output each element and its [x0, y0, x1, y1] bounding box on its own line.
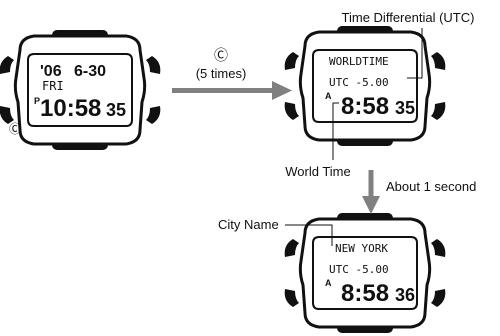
about-1-second-label: About 1 second	[386, 179, 476, 194]
watch1-time: 10:58	[40, 95, 101, 122]
watch1-year: '06	[40, 63, 62, 80]
watch3-am-indicator: A	[325, 278, 332, 288]
watch2-am-indicator: A	[325, 91, 332, 101]
watch-2-world-time: WORLDTIME UTC -5.00 A 8:58 35	[283, 24, 447, 148]
watch2-mode: WORLDTIME	[329, 55, 389, 68]
watch2-seconds: 35	[395, 98, 415, 118]
watch3-time: 8:58	[341, 280, 389, 307]
time-differential-leader	[407, 28, 423, 79]
watch1-seconds: 35	[106, 100, 126, 120]
watch-1-current-time: '06 6-30 FRI P 10:58 35	[0, 28, 162, 152]
wait-arrow	[362, 170, 380, 214]
city-name-leader	[285, 224, 333, 246]
c-button-symbol: Ⓒ	[214, 47, 228, 63]
world-time-leader	[332, 102, 339, 160]
time-differential-label: Time Differential (UTC)	[342, 10, 475, 25]
watch3-city: NEW YORK	[335, 242, 388, 255]
watch1-c-button-marker: Ⓒ	[9, 122, 21, 136]
watch1-pm-indicator: P	[34, 96, 40, 106]
press-count-label: (5 times)	[196, 66, 247, 81]
world-time-label: World Time	[285, 164, 351, 179]
watch3-seconds: 36	[395, 285, 415, 305]
press-c-arrow	[172, 81, 292, 100]
watch1-weekday: FRI	[42, 79, 64, 93]
watch-3-city-name: NEW YORK UTC -5.00 A 8:58 36	[283, 211, 447, 335]
watch2-time: 8:58	[341, 93, 389, 120]
watch2-utc-offset: UTC -5.00	[329, 76, 389, 89]
city-name-label: City Name	[218, 217, 279, 232]
watch1-date: 6-30	[74, 63, 106, 80]
watch3-utc-offset: UTC -5.00	[329, 263, 389, 276]
